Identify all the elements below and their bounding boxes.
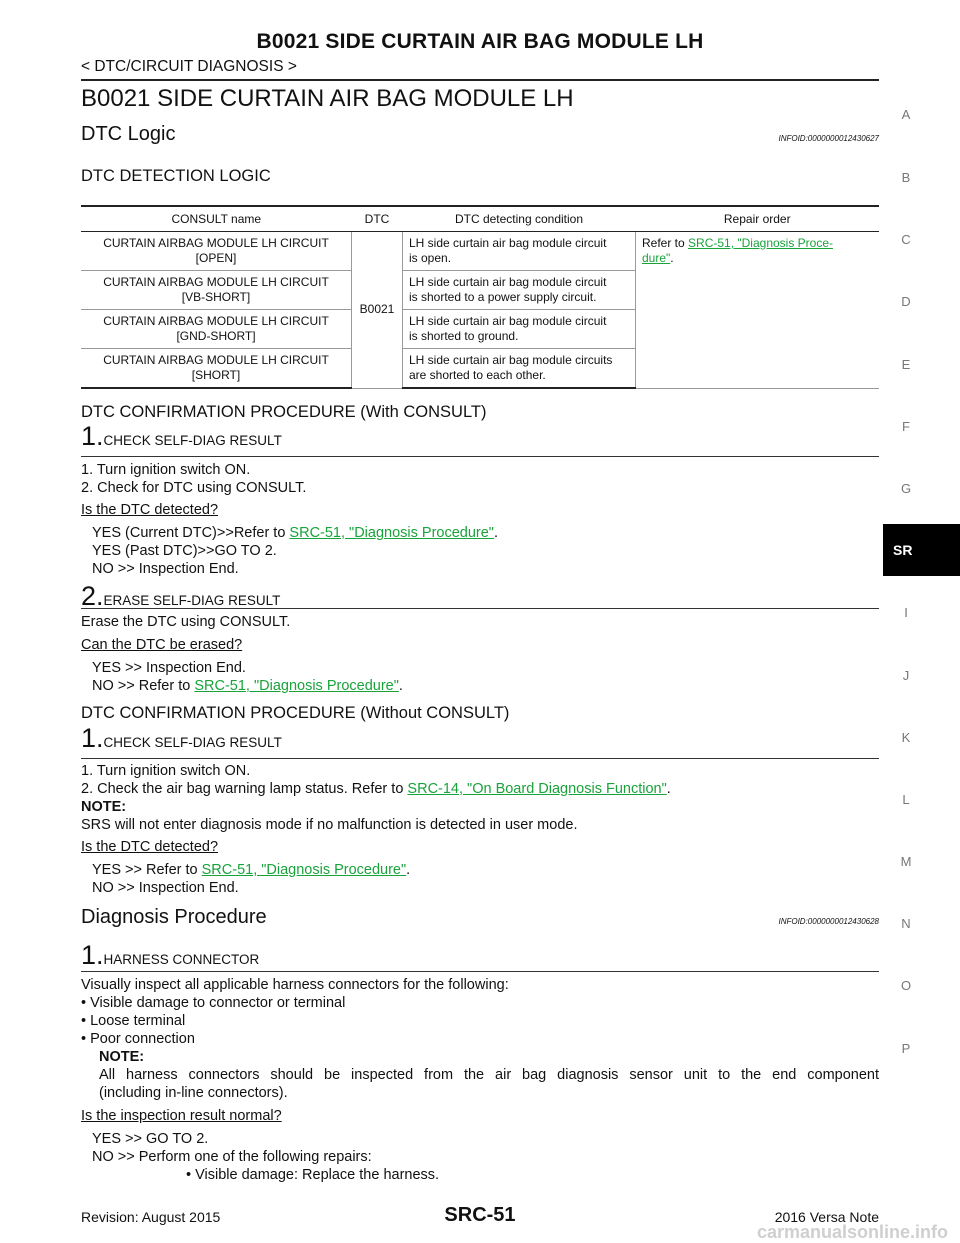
table-row: CURTAIN AIRBAG MODULE LH CIRCUIT[VB-SHOR…	[81, 270, 879, 310]
diag-intro: Visually inspect all applicable harness …	[81, 977, 509, 993]
consult-name-cell: CURTAIN AIRBAG MODULE LH CIRCUIT[VB-SHOR…	[81, 270, 352, 310]
without-consult-heading: DTC CONFIRMATION PROCEDURE (Without CONS…	[81, 704, 510, 722]
link-on-board-diagnosis[interactable]: SRC-14, "On Board Diagnosis Function"	[407, 781, 667, 797]
header-title: B0021 SIDE CURTAIN AIR BAG MODULE LH	[256, 30, 704, 53]
repair-order-cell: Refer to SRC-51, "Diagnosis Proce-dure".	[635, 231, 879, 389]
table-row: CURTAIN AIRBAG MODULE LH CIRCUIT[OPEN] B…	[81, 231, 879, 389]
infoid-diagnosis: INFOID:0000000012430628	[778, 917, 879, 926]
diag-bullet-1: • Visible damage to connector or termina…	[81, 995, 346, 1011]
dtc-table: CONSULT name DTC DTC detecting condition…	[81, 205, 879, 389]
step-1-heading: 1.HARNESS CONNECTOR	[81, 940, 260, 970]
diagnosis-procedure-heading: Diagnosis Procedure	[81, 906, 267, 928]
col-header-condition: DTC detecting condition	[402, 205, 636, 232]
with-consult-heading: DTC CONFIRMATION PROCEDURE (With CONSULT…	[81, 403, 487, 421]
watermark: carmanualsonline.info	[756, 1222, 948, 1242]
step-1-yes: YES >> Refer to SRC-51, "Diagnosis Proce…	[92, 862, 411, 878]
note-label: NOTE:	[81, 799, 127, 815]
table-row: CURTAIN AIRBAG MODULE LH CIRCUIT[GND-SHO…	[81, 309, 879, 349]
side-index-n[interactable]: N	[901, 916, 911, 931]
step-2-question: Can the DTC be erased?	[81, 637, 243, 653]
side-index-i[interactable]: I	[904, 605, 908, 620]
step-divider	[81, 758, 879, 759]
consult-name-cell: CURTAIN AIRBAG MODULE LH CIRCUIT[OPEN]	[81, 231, 352, 271]
section-dtc-logic-heading: DTC Logic	[81, 123, 176, 145]
link-diagnosis-procedure[interactable]: SRC-51, "Diagnosis Proce-	[688, 236, 834, 250]
side-index-o[interactable]: O	[900, 978, 912, 993]
side-index-d[interactable]: D	[901, 294, 911, 309]
step-2-heading: 2.ERASE SELF-DIAG RESULT	[81, 581, 281, 611]
side-index-j[interactable]: J	[902, 668, 910, 683]
side-index-a[interactable]: A	[901, 107, 911, 122]
side-index-l[interactable]: L	[902, 792, 910, 807]
step-2-yes: YES >> Inspection End.	[92, 660, 246, 676]
step-1-no: NO >> Inspection End.	[92, 880, 239, 896]
diag-no-bullet: • Visible damage: Replace the harness.	[186, 1167, 440, 1183]
dtc-code-cell: B0021	[351, 231, 403, 389]
side-index-sr-tab[interactable]: SR	[883, 524, 960, 576]
infoid-dtc-logic: INFOID:0000000012430627	[778, 134, 879, 143]
step-divider	[81, 456, 879, 457]
header-subtitle: < DTC/CIRCUIT DIAGNOSIS >	[81, 58, 297, 75]
step-1-heading: 1.CHECK SELF-DIAG RESULT	[81, 421, 282, 451]
side-index-k[interactable]: K	[901, 730, 911, 745]
step-divider	[81, 608, 879, 609]
step-2-instruction: Erase the DTC using CONSULT.	[81, 614, 291, 630]
step-1-no: NO >> Inspection End.	[92, 561, 239, 577]
header-divider	[81, 79, 879, 81]
side-index-b[interactable]: B	[901, 170, 911, 185]
link-diagnosis-procedure[interactable]: SRC-51, "Diagnosis Procedure"	[194, 678, 399, 694]
step-1-instruction-2: 2. Check the air bag warning lamp status…	[81, 781, 671, 797]
step-2-no: NO >> Refer to SRC-51, "Diagnosis Proced…	[92, 678, 403, 694]
side-index-m[interactable]: M	[900, 854, 912, 869]
side-index-e[interactable]: E	[901, 357, 911, 372]
col-header-repair: Repair order	[635, 205, 879, 232]
diag-bullet-3: • Poor connection	[81, 1031, 195, 1047]
link-diagnosis-procedure-cont[interactable]: dure"	[642, 251, 671, 265]
side-index-g[interactable]: G	[900, 481, 912, 496]
side-index-c[interactable]: C	[901, 232, 911, 247]
diag-bullet-2: • Loose terminal	[81, 1013, 186, 1029]
footer-page-number: SRC-51	[444, 1204, 516, 1226]
note-label: NOTE:	[99, 1049, 145, 1065]
step-1-yes-past: YES (Past DTC)>>GO TO 2.	[92, 543, 277, 559]
note-text-line-2: (including in-line connectors).	[99, 1085, 288, 1101]
step-1-heading: 1.CHECK SELF-DIAG RESULT	[81, 723, 282, 753]
dtc-table-header-row: CONSULT name DTC DTC detecting condition…	[81, 205, 879, 232]
page-title: B0021 SIDE CURTAIN AIR BAG MODULE LH	[81, 85, 574, 112]
note-text: SRS will not enter diagnosis mode if no …	[81, 817, 578, 833]
side-index-p[interactable]: P	[901, 1041, 911, 1056]
step-1-instruction-1: 1. Turn ignition switch ON.	[81, 462, 251, 478]
diag-yes: YES >> GO TO 2.	[92, 1131, 209, 1147]
step-1-yes-current: YES (Current DTC)>>Refer to SRC-51, "Dia…	[92, 525, 498, 541]
consult-name-cell: CURTAIN AIRBAG MODULE LH CIRCUIT[SHORT]	[81, 348, 352, 389]
table-row: CURTAIN AIRBAG MODULE LH CIRCUIT[SHORT] …	[81, 348, 879, 389]
note-text-line-1: All harness connectors should be inspect…	[99, 1067, 879, 1083]
footer-model: 2016 Versa Note	[774, 1209, 879, 1225]
step-1-question: Is the DTC detected?	[81, 839, 219, 855]
step-1-instruction-2: 2. Check for DTC using CONSULT.	[81, 480, 307, 496]
col-header-consult-name: CONSULT name	[81, 205, 352, 232]
step-1-question: Is the DTC detected?	[81, 502, 219, 518]
step-divider	[81, 971, 879, 972]
diag-question: Is the inspection result normal?	[81, 1108, 282, 1124]
diag-no: NO >> Perform one of the following repai…	[92, 1149, 372, 1165]
col-header-dtc: DTC	[351, 205, 403, 232]
link-diagnosis-procedure[interactable]: SRC-51, "Diagnosis Procedure"	[201, 862, 407, 878]
step-1-instruction-1: 1. Turn ignition switch ON.	[81, 763, 251, 779]
dtc-detection-logic-heading: DTC DETECTION LOGIC	[81, 167, 271, 185]
side-index-f[interactable]: F	[902, 419, 910, 434]
footer-revision: Revision: August 2015	[81, 1209, 221, 1225]
consult-name-cell: CURTAIN AIRBAG MODULE LH CIRCUIT[GND-SHO…	[81, 309, 352, 349]
link-diagnosis-procedure[interactable]: SRC-51, "Diagnosis Procedure"	[289, 525, 494, 541]
